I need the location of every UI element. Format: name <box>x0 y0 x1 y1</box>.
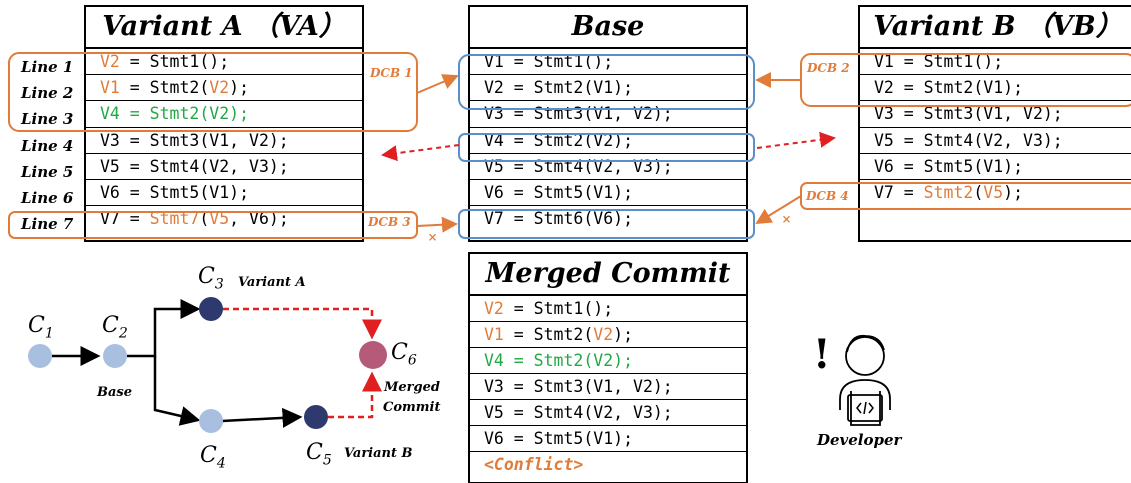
arrow-dcb1-to-base <box>416 74 459 94</box>
edge-c2-c3 <box>127 299 201 358</box>
line-label: Line 6 <box>21 189 74 207</box>
dcb1-highlight <box>8 52 418 132</box>
variant-a-code-line: V7 = Stmt7(V5, V6); <box>100 209 289 229</box>
variant-b-code-line: V6 = Stmt5(V1); <box>860 154 1131 180</box>
label-c5: C5 <box>306 440 332 469</box>
edge-c2-c4 <box>153 356 201 426</box>
variant-a-code-line: V1 = Stmt2(V2); <box>86 75 362 102</box>
label-c3: C3 <box>198 264 224 293</box>
edge-c3-c6 <box>223 307 382 340</box>
developer-label: Developer <box>817 431 902 449</box>
line-label: Line 7 <box>21 215 74 234</box>
label-c2: C2 <box>102 313 128 342</box>
edge-c4-c5 <box>221 407 303 428</box>
merged-code-line: V5 = Stmt4(V2, V3); <box>470 400 746 426</box>
base-block-1-highlight <box>458 54 755 110</box>
merged-code-line: V3 = Stmt3(V1, V2); <box>470 374 746 400</box>
node-c6 <box>359 341 387 369</box>
variant-a-code-line: V5 = Stmt4(V2, V3); <box>86 154 362 180</box>
variant-b-code-line: V7 = Stmt2(V5); <box>874 183 1024 202</box>
line-label: Line 3 <box>21 110 74 129</box>
node-c2 <box>103 344 127 368</box>
label-commit: Commit <box>383 400 441 415</box>
merged-code-line: <Conflict> <box>484 455 584 474</box>
variant-a-title: Variant A （VA） <box>86 7 362 49</box>
label-merged: Merged <box>384 380 440 395</box>
base-code-line: V7 = Stmt6(V6); <box>484 209 634 229</box>
label-variant-a: Variant A <box>238 275 306 290</box>
label-c4: C4 <box>200 443 226 472</box>
node-c5 <box>304 405 328 429</box>
variant-b-code-line: V3 = Stmt3(V1, V2); <box>860 101 1131 128</box>
node-c1 <box>28 344 52 368</box>
base-block-2-highlight <box>458 133 755 162</box>
dcb2-label: DCB 2 <box>807 61 850 75</box>
label-c6: C6 <box>391 340 417 369</box>
line-label: Line 1 <box>21 58 74 76</box>
developer-alert: ! <box>813 331 831 378</box>
cross-mark-a: × <box>428 228 438 246</box>
label-c1: C1 <box>28 313 54 342</box>
variant-a-code-line: V3 = Stmt3(V1, V2); <box>86 128 362 154</box>
line-label: Line 4 <box>21 136 74 155</box>
base-code-line: V4 = Stmt2(V2); <box>470 128 746 154</box>
red-arrow-base-to-va <box>381 144 460 162</box>
merged-code-line: V2 = Stmt1(); <box>470 296 746 322</box>
red-arrow-base-to-vb <box>756 131 836 149</box>
dcb4-highlight <box>800 182 1131 210</box>
merged-commit-title: Merged Commit <box>470 254 746 296</box>
variant-b-title: Variant B （VB） <box>860 7 1131 49</box>
developer-icon <box>839 334 891 426</box>
dcb1-label: DCB 1 <box>370 66 413 80</box>
dcb4-label: DCB 4 <box>806 189 849 203</box>
base-code-line: V2 = Stmt2(V1); <box>470 75 746 102</box>
variant-b-code-line: V5 = Stmt4(V2, V3); <box>860 128 1131 154</box>
variant-b-box: Variant B （VB） V1 = Stmt1();V2 = Stmt2(V… <box>858 5 1131 242</box>
edge-c5-c6 <box>328 371 382 419</box>
merged-commit-box: Merged Commit V2 = Stmt1();V1 = Stmt2(V2… <box>468 252 748 483</box>
line-label: Line 5 <box>21 162 74 181</box>
base-code-line: V6 = Stmt5(V1); <box>470 180 746 207</box>
label-variant-b: Variant B <box>344 446 413 461</box>
merged-code-line: V4 = Stmt2(V2); <box>470 348 746 374</box>
label-base: Base <box>97 385 133 400</box>
base-title: Base <box>470 7 746 49</box>
variant-a-code-line: V4 = Stmt2(V2); <box>86 101 362 128</box>
variant-a-code-line: V6 = Stmt5(V1); <box>86 180 362 207</box>
dcb2-highlight <box>800 53 1131 107</box>
base-block-3-highlight <box>458 209 755 239</box>
node-c4 <box>199 409 223 433</box>
cross-mark-b: × <box>782 210 792 228</box>
variant-b-code-line: V2 = Stmt2(V1); <box>860 75 1131 102</box>
variant-a-box: Variant A （VA） V2 = Stmt1();V1 = Stmt2(V… <box>84 5 364 242</box>
variant-a-code-line: V2 = Stmt1(); <box>86 49 362 76</box>
arrow-dcb3-to-base <box>416 216 458 233</box>
line-label: Line 2 <box>21 84 74 103</box>
dcb3-highlight <box>8 211 418 239</box>
base-code-line: V1 = Stmt1(); <box>470 49 746 76</box>
merged-code-line: V6 = Stmt5(V1); <box>470 426 746 452</box>
arrow-dcb4-to-base <box>755 195 802 225</box>
merged-code-line: V1 = Stmt2(V2); <box>470 322 746 348</box>
dcb3-label: DCB 3 <box>368 215 411 229</box>
variant-b-code-line: V1 = Stmt1(); <box>860 49 1131 76</box>
node-c3 <box>199 297 223 321</box>
